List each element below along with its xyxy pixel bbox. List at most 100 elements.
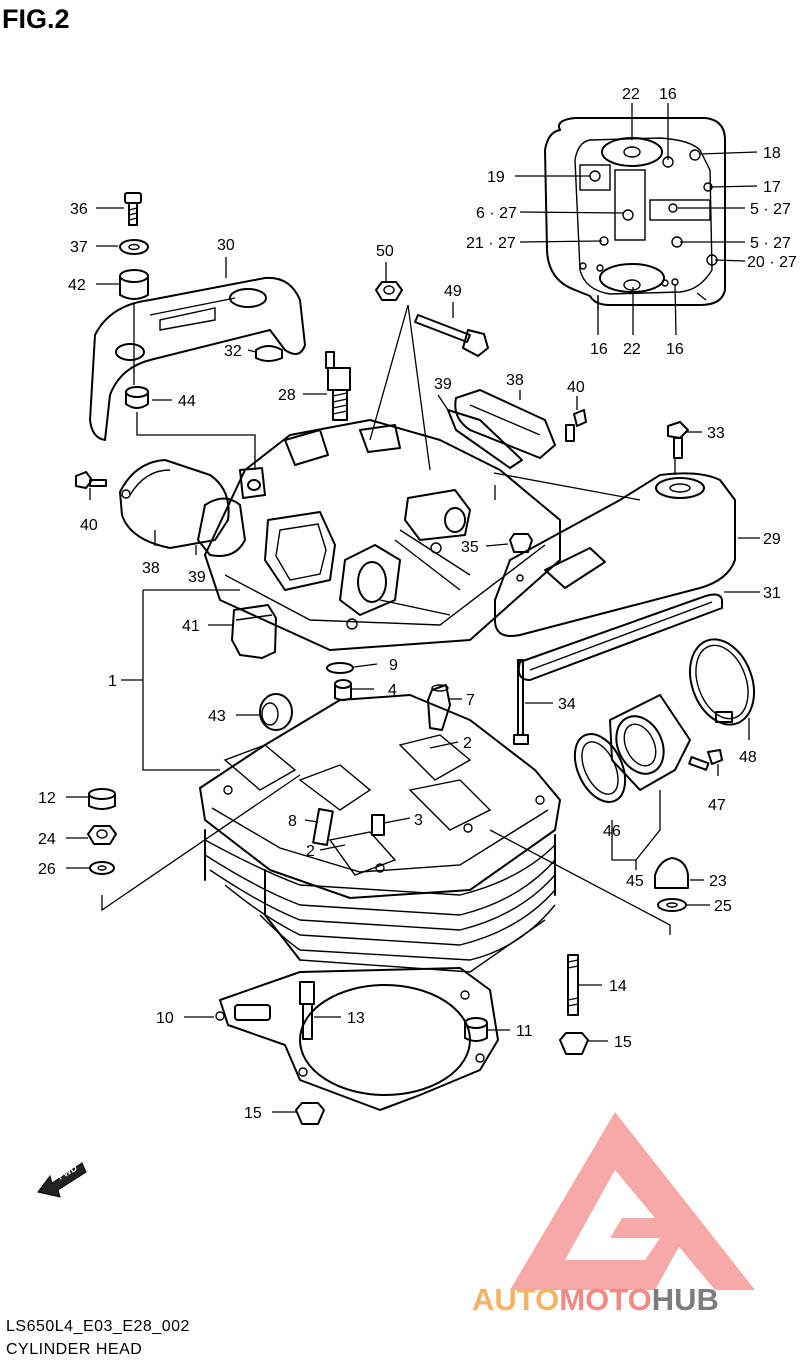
callout-19: 19	[487, 169, 505, 186]
gasket-39-left	[197, 497, 246, 557]
callout-2-upper: 2	[463, 735, 472, 752]
watermark-auto: AUTO	[472, 1282, 560, 1317]
head-underside-inset	[544, 117, 726, 310]
callout-11: 11	[516, 1023, 533, 1040]
o-ring-9	[326, 662, 354, 674]
bolt-47	[688, 749, 723, 771]
callout-39-left: 39	[188, 569, 206, 586]
watermark-text: AUTOMOTOHUB	[472, 1282, 719, 1318]
bolt-40-right	[565, 409, 587, 442]
callout-38-right: 38	[506, 372, 524, 389]
bolt-40-left	[75, 471, 107, 489]
callout-28: 28	[278, 387, 296, 404]
nut-50	[375, 281, 403, 301]
callout-23: 23	[709, 873, 727, 890]
callout-40-left: 40	[80, 517, 98, 534]
intake-pipe-45	[573, 694, 691, 803]
callout-33: 33	[707, 425, 725, 442]
callout-6-27: 6 · 27	[476, 205, 517, 222]
callout-44: 44	[178, 393, 196, 410]
callout-15-right: 15	[614, 1034, 632, 1051]
nut-15-left	[295, 1102, 325, 1125]
callout-37: 37	[70, 239, 88, 256]
callout-29: 29	[763, 531, 781, 548]
cylinder-head-upper	[204, 419, 561, 651]
callout-13: 13	[347, 1010, 365, 1027]
callout-49: 49	[444, 283, 462, 300]
stud-14	[567, 954, 579, 1016]
callout-17: 17	[763, 179, 781, 196]
side-cap-38-left	[119, 459, 230, 549]
callout-22-top: 22	[622, 86, 640, 103]
callout-10: 10	[156, 1010, 174, 1027]
head-gasket-10	[215, 967, 499, 1111]
callout-5-27-b: 5 · 27	[750, 235, 791, 252]
callout-35: 35	[461, 539, 479, 556]
callout-43: 43	[208, 708, 226, 725]
callout-34: 34	[558, 696, 576, 713]
callout-16-bottom: 16	[666, 341, 684, 358]
callout-1: 1	[108, 673, 117, 690]
watermark-hub: HUB	[651, 1282, 719, 1317]
cover-29	[494, 472, 736, 637]
callout-48: 48	[739, 749, 757, 766]
callout-24: 24	[38, 831, 56, 848]
washer-26	[89, 861, 115, 875]
callout-12: 12	[38, 790, 56, 807]
grommet-12	[88, 788, 116, 810]
callout-2-lower: 2	[306, 843, 315, 860]
grommet-41	[231, 604, 277, 659]
plug-32	[255, 345, 283, 362]
callout-3: 3	[414, 812, 423, 829]
gasket-31	[517, 593, 723, 681]
washer-25	[657, 898, 687, 912]
callout-labels: 22 16 18 19 17 6 · 27 5 · 27 21 · 27 5 ·…	[38, 86, 797, 1122]
washer-37	[119, 239, 149, 255]
watermark-moto: MOTO	[559, 1282, 652, 1317]
callout-31: 31	[763, 585, 781, 602]
valve-guide-7	[427, 684, 451, 731]
side-cap-38-right	[454, 389, 556, 459]
bolt-33	[667, 421, 689, 459]
nut-24	[87, 825, 117, 845]
bolt-49	[414, 314, 489, 357]
callout-21-27: 21 · 27	[466, 235, 516, 252]
callout-41: 41	[182, 618, 200, 635]
callout-22-bottom: 22	[623, 341, 641, 358]
callout-30: 30	[217, 237, 235, 254]
callout-20-27: 20 · 27	[747, 254, 797, 271]
spark-plug-28	[325, 351, 351, 421]
callout-40-right: 40	[567, 379, 585, 396]
callout-39-right: 39	[434, 376, 452, 393]
callout-16-top: 16	[659, 86, 677, 103]
callout-42: 42	[68, 277, 86, 294]
callout-7: 7	[466, 692, 475, 709]
clamp-48	[689, 638, 755, 726]
dowel-4	[334, 679, 352, 701]
callout-5-27-a: 5 · 27	[750, 201, 791, 218]
callout-32: 32	[224, 343, 242, 360]
callout-46: 46	[603, 823, 621, 840]
callout-8: 8	[288, 813, 297, 830]
stud-13	[299, 981, 315, 1040]
cylinder-head-lower	[199, 694, 561, 973]
nut-35	[509, 533, 533, 553]
callout-16-mid: 16	[590, 341, 608, 358]
figure-code: LS650L4_E03_E28_002	[6, 1318, 190, 1335]
callout-9: 9	[389, 657, 398, 674]
automotohub-logo-icon	[510, 1112, 755, 1290]
callout-14: 14	[609, 978, 627, 995]
callout-38-left: 38	[142, 560, 160, 577]
callout-36: 36	[70, 201, 88, 218]
callout-45: 45	[626, 873, 644, 890]
callout-47: 47	[708, 797, 726, 814]
stud-34	[513, 659, 529, 745]
figure-name: CYLINDER HEAD	[6, 1341, 143, 1358]
callout-4: 4	[388, 682, 397, 699]
callout-50: 50	[376, 243, 394, 260]
figure-title: FIG.2	[2, 4, 70, 34]
callout-26: 26	[38, 861, 56, 878]
fwd-arrow-icon: FWD	[37, 1162, 87, 1198]
nut-15-right	[559, 1032, 589, 1055]
